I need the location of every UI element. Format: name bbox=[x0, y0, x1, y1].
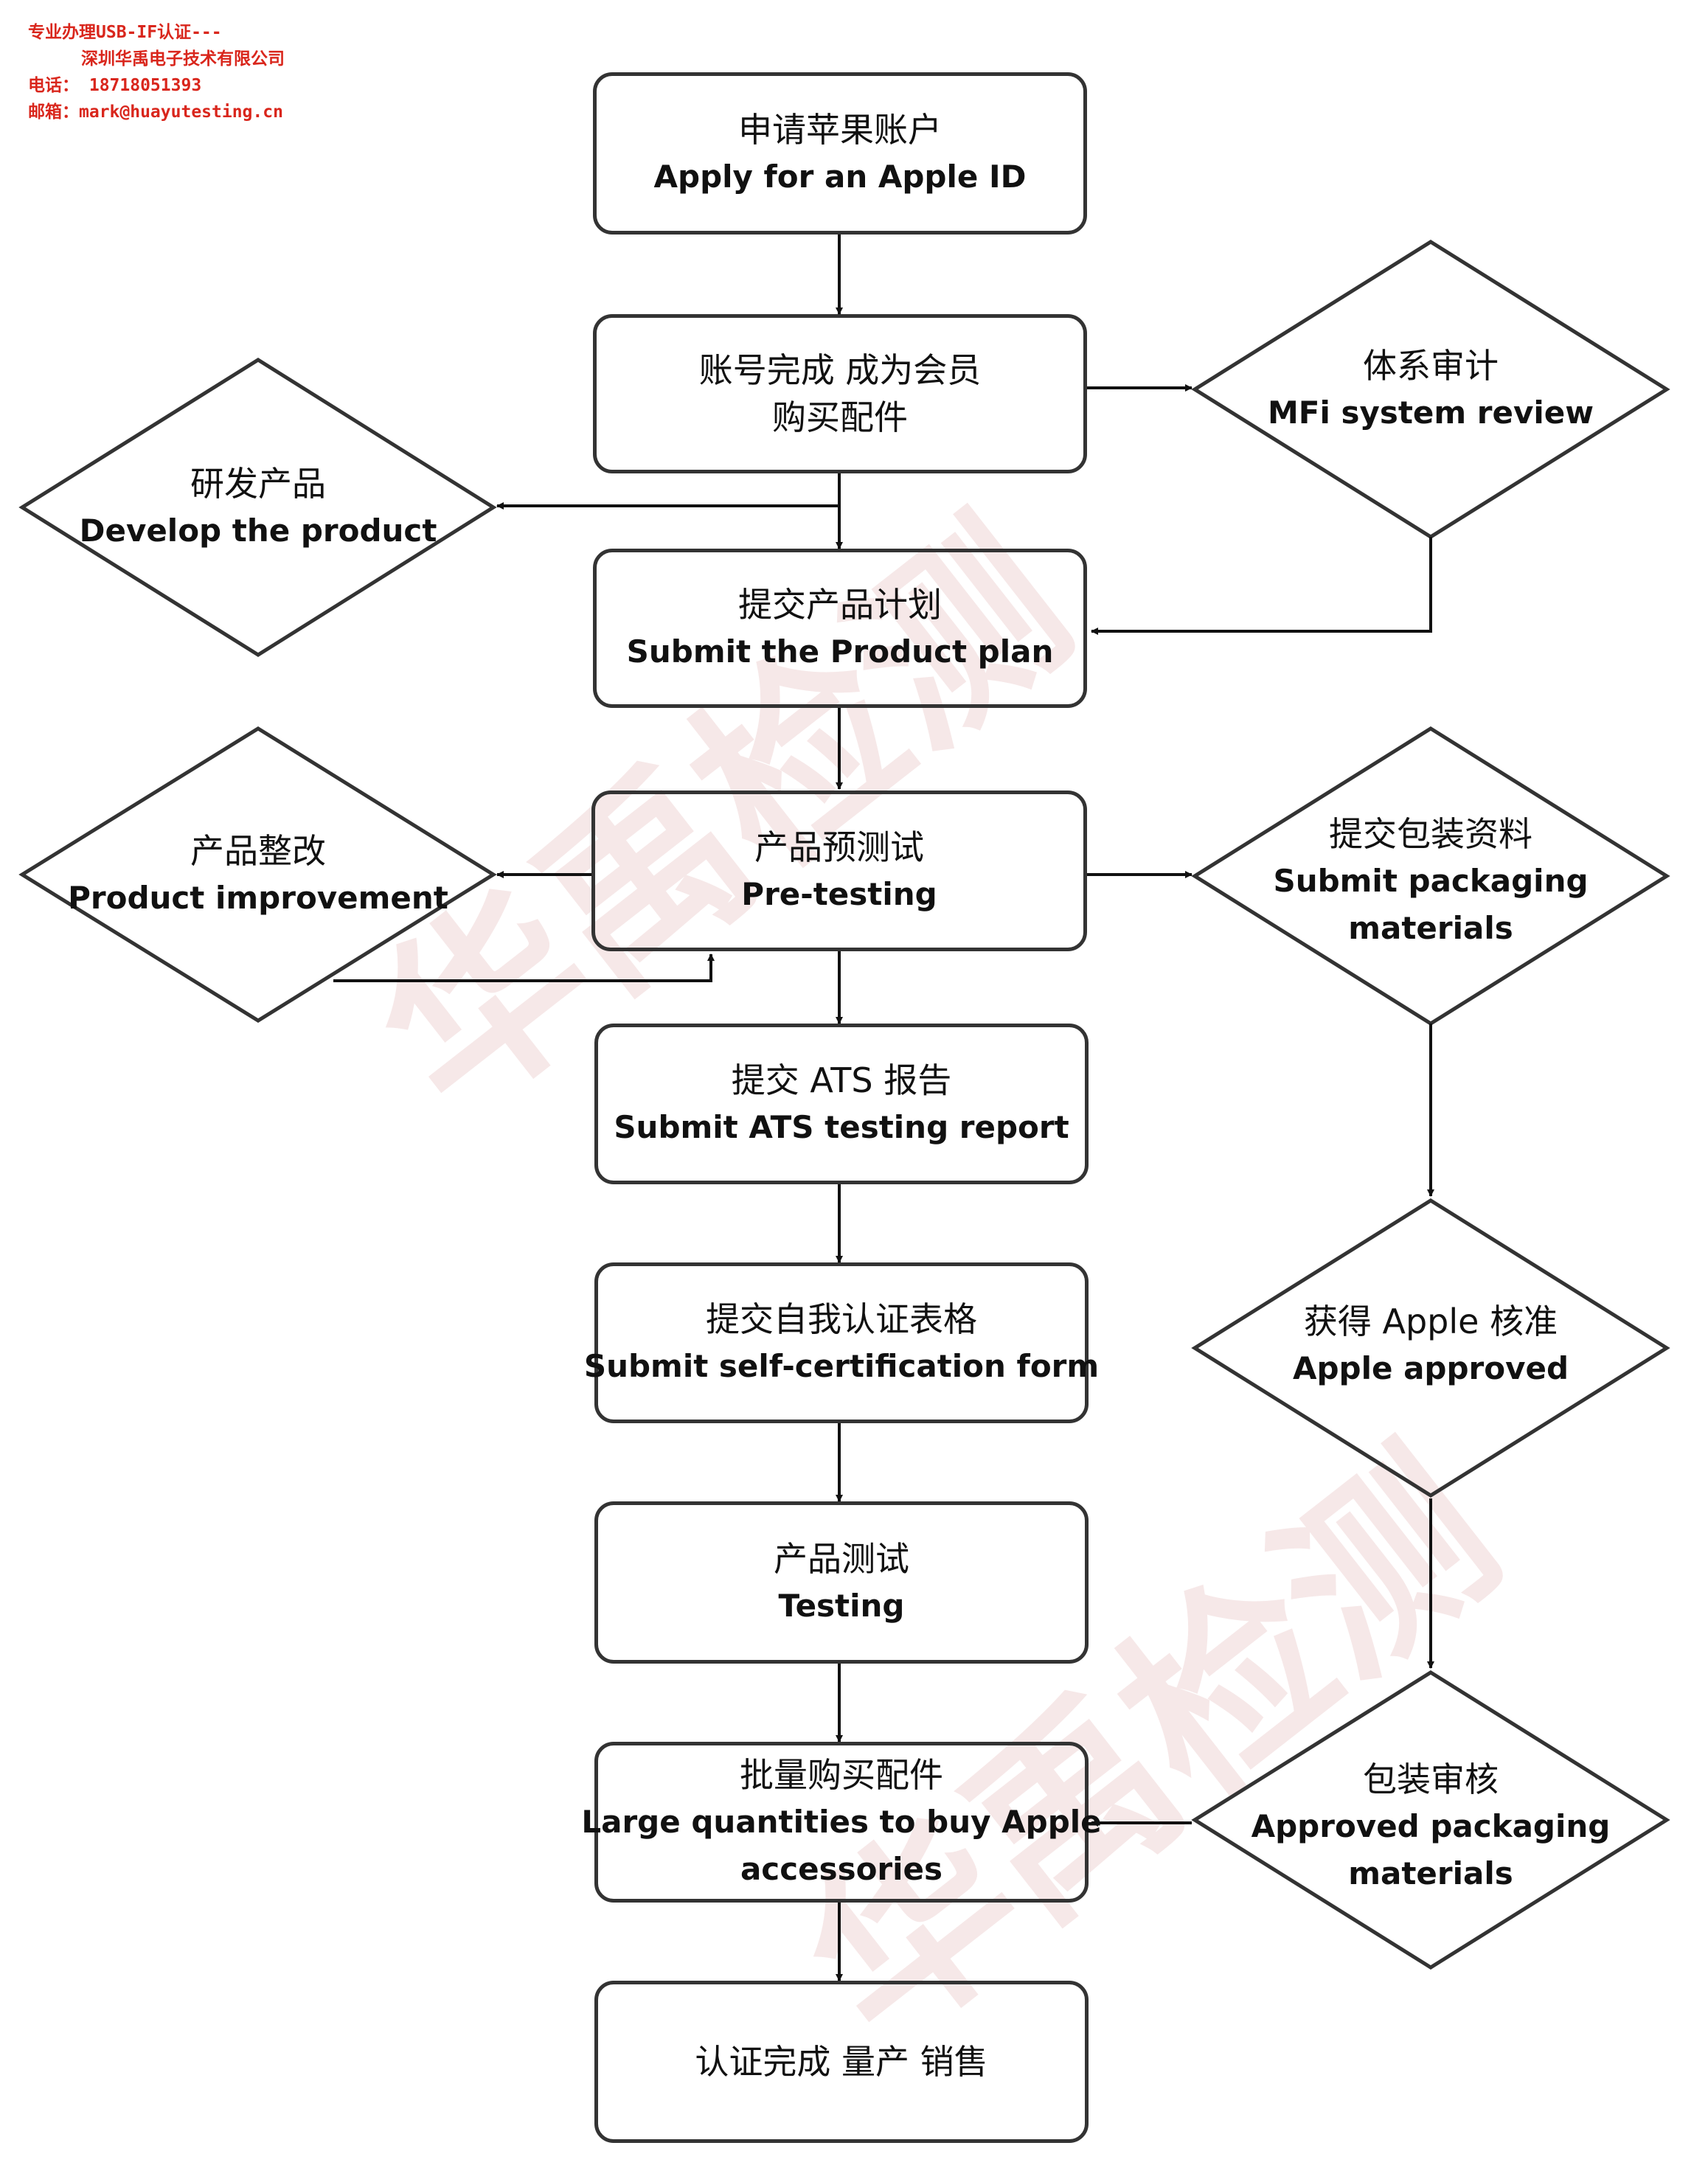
step-plan-en: Submit the Product plan bbox=[626, 633, 1054, 670]
step-self-certification: 提交自我认证表格 Submit self-certification form bbox=[584, 1262, 1099, 1423]
decision-develop-en: Develop the product bbox=[79, 513, 437, 549]
decision-approved-zh: 获得 Apple 核准 bbox=[1303, 1302, 1558, 1341]
diamond-pkg-review bbox=[1191, 1670, 1670, 1970]
step-apply-en: Apply for an Apple ID bbox=[653, 159, 1027, 195]
decision-improve-en: Product improvement bbox=[68, 880, 448, 916]
decision-pkgreview-en2: materials bbox=[1348, 1855, 1513, 1891]
step-member-zh: 账号完成 成为会员 bbox=[698, 350, 982, 390]
step-bulk-zh: 批量购买配件 bbox=[740, 1755, 943, 1795]
step-apply-zh: 申请苹果账户 bbox=[738, 110, 942, 150]
step-bulk-en: Large quantities to buy Apple bbox=[581, 1804, 1102, 1840]
header-phone-line: 电话： 18718051393 bbox=[28, 76, 202, 95]
contact-header: 专业办理USB-IF认证--- 深圳华禹电子技术有限公司 电话： 1871805… bbox=[28, 19, 285, 125]
step-plan-zh: 提交产品计划 bbox=[738, 585, 942, 625]
decision-packaging-en2: materials bbox=[1348, 910, 1513, 946]
step-submit-ats: 提交 ATS 报告 Submit ATS testing report bbox=[594, 1024, 1089, 1184]
step-become-member: 账号完成 成为会员 购买配件 bbox=[593, 314, 1087, 473]
step-submit-plan: 提交产品计划 Submit the Product plan bbox=[593, 549, 1087, 708]
step-pre-testing: 产品预测试 Pre-testing bbox=[591, 791, 1087, 951]
diamond-approved bbox=[1191, 1198, 1670, 1498]
diamond-develop bbox=[18, 358, 497, 657]
header-company-line: 深圳华禹电子技术有限公司 bbox=[81, 49, 285, 69]
header-email-line: 邮箱：mark@huayutesting.cn bbox=[28, 103, 283, 122]
decision-develop-zh: 研发产品 bbox=[190, 464, 326, 504]
decision-review-en: MFi system review bbox=[1267, 395, 1594, 431]
step-certification-complete: 认证完成 量产 销售 bbox=[594, 1981, 1089, 2143]
step-pretest-zh: 产品预测试 bbox=[754, 827, 924, 867]
decision-apple-approved: 获得 Apple 核准 Apple approved bbox=[1217, 1286, 1645, 1404]
step-testing: 产品测试 Testing bbox=[594, 1501, 1089, 1664]
diamond-improve bbox=[18, 726, 497, 1023]
decision-packaging-review: 包装审核 Approved packaging materials bbox=[1217, 1742, 1645, 1911]
decision-pkgreview-zh: 包装审核 bbox=[1363, 1759, 1499, 1799]
decision-improve-zh: 产品整改 bbox=[190, 831, 326, 871]
decision-review: 体系审计 MFi system review bbox=[1217, 316, 1645, 463]
step-testing-en: Testing bbox=[778, 1588, 905, 1624]
step-apply-apple-id: 申请苹果账户 Apply for an Apple ID bbox=[593, 72, 1087, 234]
step-bulk-purchase: 批量购买配件 Large quantities to buy Apple acc… bbox=[581, 1742, 1102, 1903]
step-member-zh2: 购买配件 bbox=[772, 397, 908, 437]
decision-packaging-zh: 提交包装资料 bbox=[1329, 814, 1532, 854]
step-bulk-en2: accessories bbox=[740, 1851, 943, 1887]
step-selfcert-en: Submit self-certification form bbox=[583, 1348, 1100, 1384]
decision-packaging-en: Submit packaging bbox=[1273, 863, 1589, 899]
decision-pkgreview-en: Approved packaging bbox=[1251, 1808, 1611, 1844]
decision-approved-en: Apple approved bbox=[1292, 1350, 1569, 1386]
decision-develop: 研发产品 Develop the product bbox=[44, 434, 472, 581]
header-service-line: 专业办理USB-IF认证--- bbox=[28, 23, 222, 42]
step-selfcert-zh: 提交自我认证表格 bbox=[706, 1299, 977, 1339]
decision-improve: 产品整改 Product improvement bbox=[29, 801, 487, 948]
decision-review-zh: 体系审计 bbox=[1363, 346, 1499, 386]
step-ats-en: Submit ATS testing report bbox=[614, 1109, 1069, 1145]
step-done-zh: 认证完成 量产 销售 bbox=[695, 2042, 988, 2082]
step-testing-zh: 产品测试 bbox=[774, 1539, 909, 1579]
step-ats-zh: 提交 ATS 报告 bbox=[731, 1060, 952, 1100]
arrow-improve-pretest bbox=[333, 953, 715, 982]
decision-packaging: 提交包装资料 Submit packaging materials bbox=[1217, 796, 1645, 966]
step-pretest-en: Pre-testing bbox=[741, 876, 937, 912]
arrow-review-plan bbox=[1091, 537, 1432, 635]
